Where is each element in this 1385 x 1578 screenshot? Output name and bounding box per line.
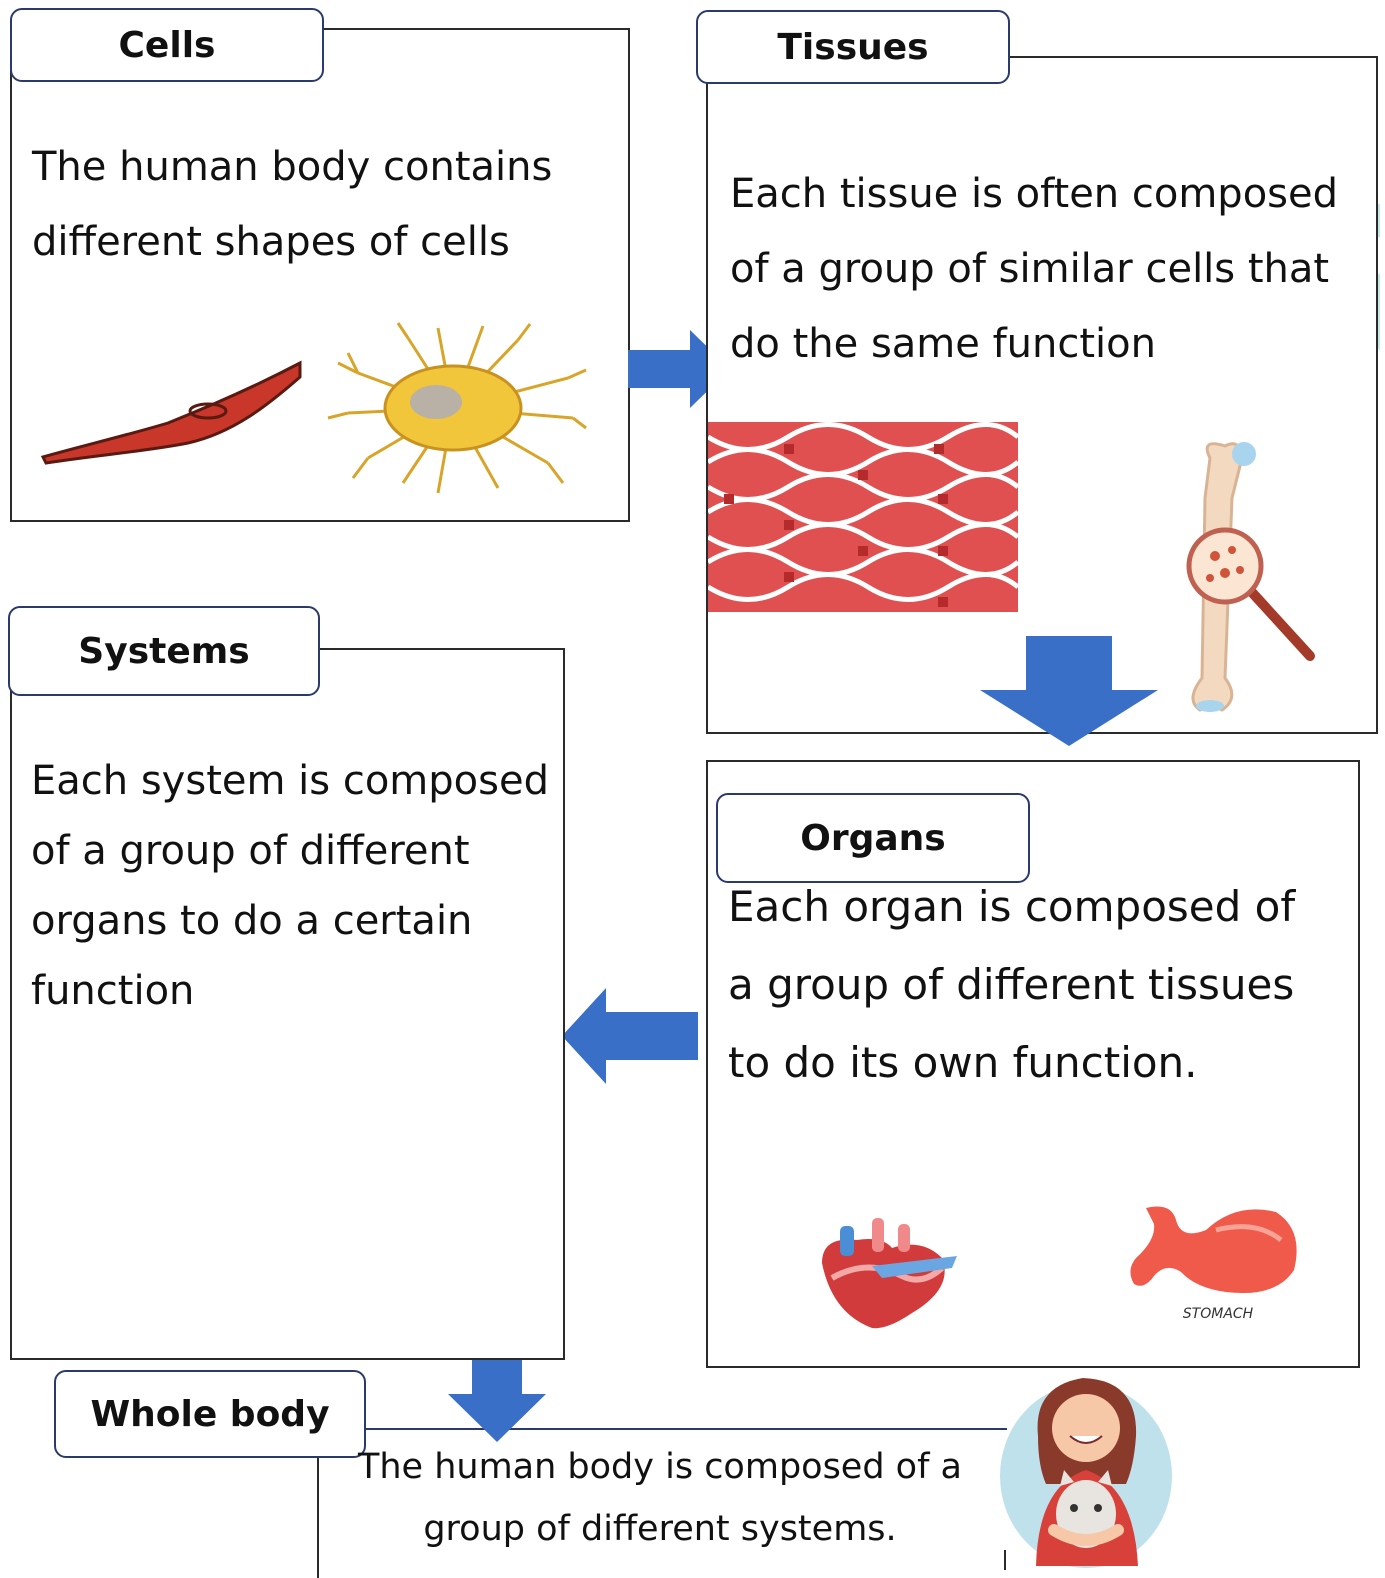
cells-title: Cells bbox=[10, 8, 324, 82]
systems-text-line: organs to do a certain bbox=[31, 886, 549, 956]
organs-text-line: a group of different tissues bbox=[728, 946, 1295, 1024]
systems-text-line: function bbox=[31, 956, 549, 1026]
organs-text-line: Each organ is composed of bbox=[728, 868, 1295, 946]
systems-title-text: Systems bbox=[78, 631, 249, 672]
whole-body-title-text: Whole body bbox=[90, 1394, 329, 1435]
arrow-organs-to-systems bbox=[560, 988, 700, 1084]
systems-description: Each system is composed of a group of di… bbox=[31, 746, 549, 1026]
systems-text-line: Each system is composed bbox=[31, 746, 549, 816]
stomach-image: STOMACH bbox=[1126, 1200, 1301, 1325]
cells-title-text: Cells bbox=[119, 25, 216, 66]
nerve-cell-image bbox=[318, 318, 588, 498]
organs-title-text: Organs bbox=[800, 818, 945, 859]
tissues-text-line: of a group of similar cells that bbox=[730, 232, 1338, 307]
tissues-title: Tissues bbox=[696, 10, 1010, 84]
muscle-cell-image bbox=[38, 355, 308, 470]
cells-text-line: different shapes of cells bbox=[32, 205, 552, 280]
heart-image bbox=[812, 1218, 962, 1330]
cells-description: The human body contains different shapes… bbox=[32, 130, 552, 280]
whole-body-text-line: The human body is composed of a bbox=[330, 1436, 990, 1498]
bone-tissue-image bbox=[1170, 438, 1320, 718]
organs-description: Each organ is composed of a group of dif… bbox=[728, 868, 1295, 1102]
stomach-label: STOMACH bbox=[1183, 1306, 1254, 1322]
whole-body-title: Whole body bbox=[54, 1370, 366, 1458]
girl-with-cat-image bbox=[998, 1366, 1173, 1570]
muscle-tissue-image bbox=[708, 422, 1018, 612]
cells-text-line: The human body contains bbox=[32, 130, 552, 205]
tissues-text-line: do the same function bbox=[730, 307, 1338, 382]
tissues-title-text: Tissues bbox=[777, 27, 928, 68]
systems-title: Systems bbox=[8, 606, 320, 696]
tissues-text-line: Each tissue is often composed bbox=[730, 157, 1338, 232]
whole-body-text-line: group of different systems. bbox=[330, 1498, 990, 1560]
whole-body-description: The human body is composed of a group of… bbox=[330, 1436, 990, 1560]
arrow-systems-to-whole-body bbox=[446, 1360, 548, 1444]
systems-text-line: of a group of different bbox=[31, 816, 549, 886]
tissues-description: Each tissue is often composed of a group… bbox=[730, 157, 1338, 382]
arrow-tissues-to-organs bbox=[978, 636, 1160, 748]
organs-text-line: to do its own function. bbox=[728, 1024, 1295, 1102]
